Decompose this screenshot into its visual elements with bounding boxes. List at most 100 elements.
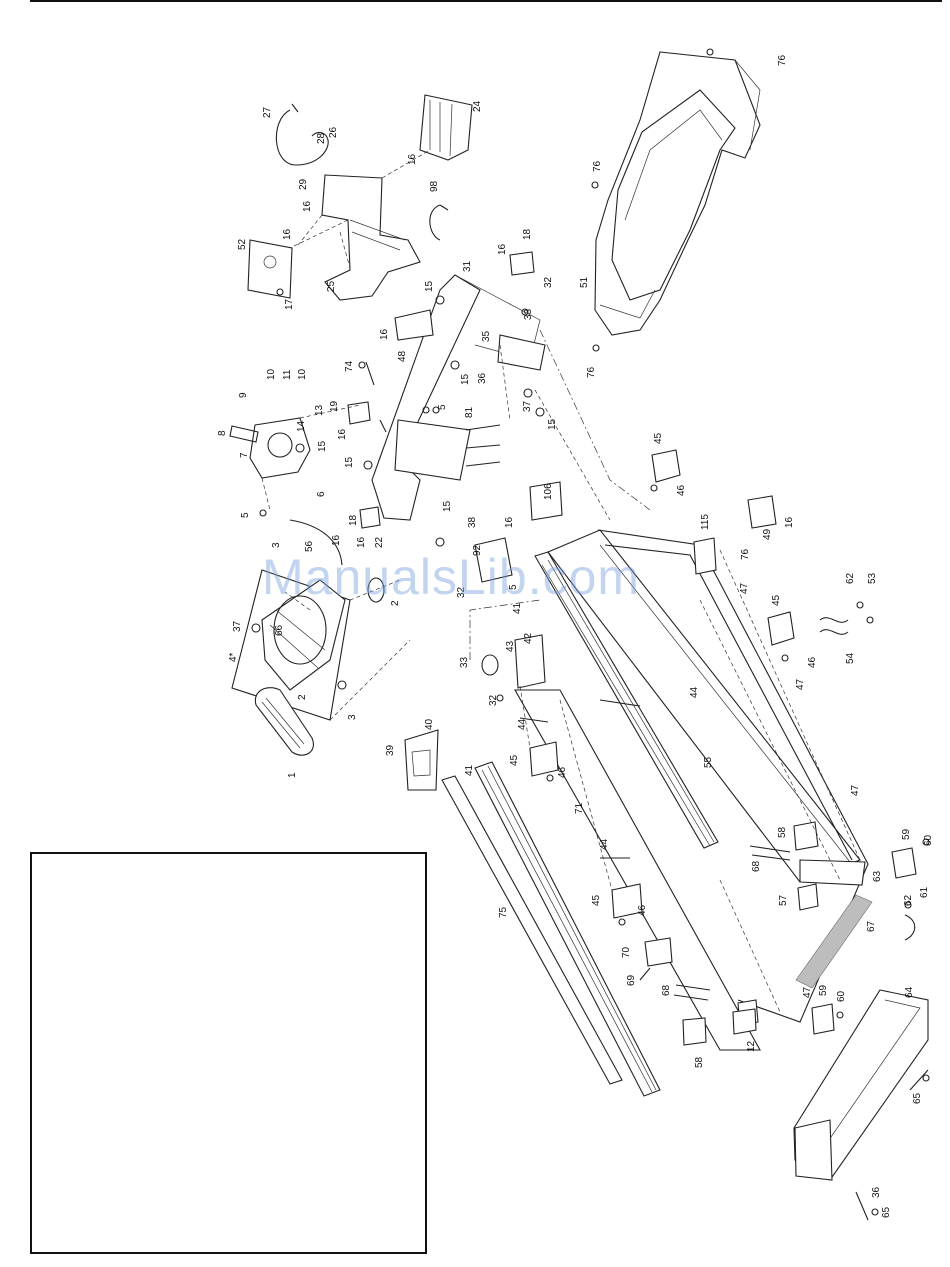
label-45b: 45 [771, 594, 782, 606]
label-69: 69 [626, 974, 637, 986]
label-65b: 65 [881, 1206, 892, 1218]
label-106: 106 [543, 483, 554, 500]
label-44c: 44 [689, 686, 700, 698]
label-31: 31 [462, 260, 473, 272]
motor-hood-part-51 [594, 51, 761, 336]
rear-strip-part-67 [795, 894, 873, 989]
label-2a: 2 [297, 694, 308, 700]
label-11: 11 [282, 369, 293, 380]
label-42: 42 [523, 632, 534, 644]
label-22: 22 [374, 536, 385, 548]
frame-tube-part-31 [371, 274, 546, 521]
label-41a: 41 [512, 602, 523, 614]
label-32a: 32 [543, 276, 554, 288]
label-75: 75 [498, 906, 509, 918]
label-19: 19 [329, 400, 340, 412]
frame-rail-part-41-left [474, 761, 661, 1097]
label-24: 24 [472, 100, 483, 112]
rear-endcap-part-64 [793, 989, 929, 1181]
label-67: 67 [866, 920, 877, 932]
label-17: 17 [284, 298, 295, 310]
label-53: 53 [867, 572, 878, 584]
label-27: 27 [262, 106, 273, 118]
label-3a: 3 [347, 714, 358, 720]
pad-part-115 [693, 537, 717, 575]
label-6: 6 [316, 491, 327, 497]
label-37b: 37 [232, 620, 243, 632]
label-16c: 16 [282, 228, 293, 240]
label-47c: 47 [850, 784, 861, 796]
label-39: 39 [385, 744, 396, 756]
label-16e: 16 [379, 328, 390, 340]
label-4: 4* [228, 652, 239, 662]
label-92: 92 [472, 544, 483, 556]
wire-part-61 [904, 914, 916, 941]
label-46b: 46 [807, 656, 818, 668]
upright-bracket-part-24 [419, 94, 473, 161]
label-36a: 36 [477, 372, 488, 384]
foot-part-58-b [682, 1017, 707, 1046]
label-28: 28 [316, 132, 327, 144]
label-16g: 16 [331, 534, 342, 546]
label-10a: 10 [266, 368, 277, 380]
label-18a: 18 [522, 228, 533, 240]
label-9: 9 [238, 392, 249, 398]
walking-platform-part-55 [547, 529, 861, 883]
label-16b: 16 [302, 200, 313, 212]
label-32b: 32 [456, 586, 467, 598]
label-13: 13 [314, 404, 325, 416]
label-45d: 45 [591, 894, 602, 906]
label-81: 81 [464, 406, 475, 418]
label-58b: 58 [694, 1056, 705, 1068]
part-labels: 1 2 2 3 3 4* 5 5 5 6 7 8 9 10 10 11 12 1… [217, 54, 934, 1218]
label-33b: 33 [459, 656, 470, 668]
foot-part-45-c [529, 741, 559, 777]
label-7: 7 [239, 452, 250, 458]
label-48: 48 [397, 350, 408, 362]
label-55: 55 [703, 756, 714, 768]
label-56: 56 [304, 540, 315, 552]
label-68b: 68 [661, 984, 672, 996]
label-45a: 45 [653, 432, 664, 444]
label-40: 40 [424, 718, 435, 730]
label-15e: 15 [442, 500, 453, 512]
label-64: 64 [904, 986, 915, 998]
label-62b: 62 [903, 894, 914, 906]
label-25: 25 [326, 280, 337, 292]
frame-part-71 [514, 689, 761, 1051]
label-74: 74 [344, 360, 355, 372]
label-16i: 16 [504, 516, 515, 528]
label-15f: 15 [547, 418, 558, 430]
label-76c: 76 [586, 366, 597, 378]
label-70: 70 [621, 946, 632, 958]
foot-part-45-b [767, 611, 795, 646]
bracket-part-49 [747, 495, 777, 529]
label-46d: 46 [637, 904, 648, 916]
label-2b: 2 [390, 600, 401, 606]
wire-part-98 [429, 204, 449, 241]
belt-guard-part-40 [404, 729, 439, 791]
power-cord-part-27 [275, 103, 329, 166]
label-16j: 16 [784, 516, 795, 528]
empty-info-box [30, 852, 427, 1254]
label-37a: 37 [522, 400, 533, 412]
side-rail-part-75 [441, 775, 623, 1085]
label-61: 61 [919, 886, 930, 898]
label-15a: 15 [317, 440, 328, 452]
label-47b: 47 [795, 678, 806, 690]
label-47d: 47 [802, 986, 813, 998]
label-62a: 62 [845, 572, 856, 584]
label-18b: 18 [348, 514, 359, 526]
switch-bracket-part-106 [529, 481, 563, 521]
label-65a: 65 [912, 1092, 923, 1104]
label-51: 51 [579, 276, 590, 288]
top-rule [30, 0, 942, 2]
bracket-part-92 [474, 537, 513, 583]
label-5a: 5 [240, 512, 251, 518]
label-63: 63 [872, 870, 883, 882]
foot-part-45-d [611, 883, 643, 919]
label-14: 14 [296, 420, 307, 432]
label-46c: 46 [557, 766, 568, 778]
label-58a: 58 [777, 826, 788, 838]
